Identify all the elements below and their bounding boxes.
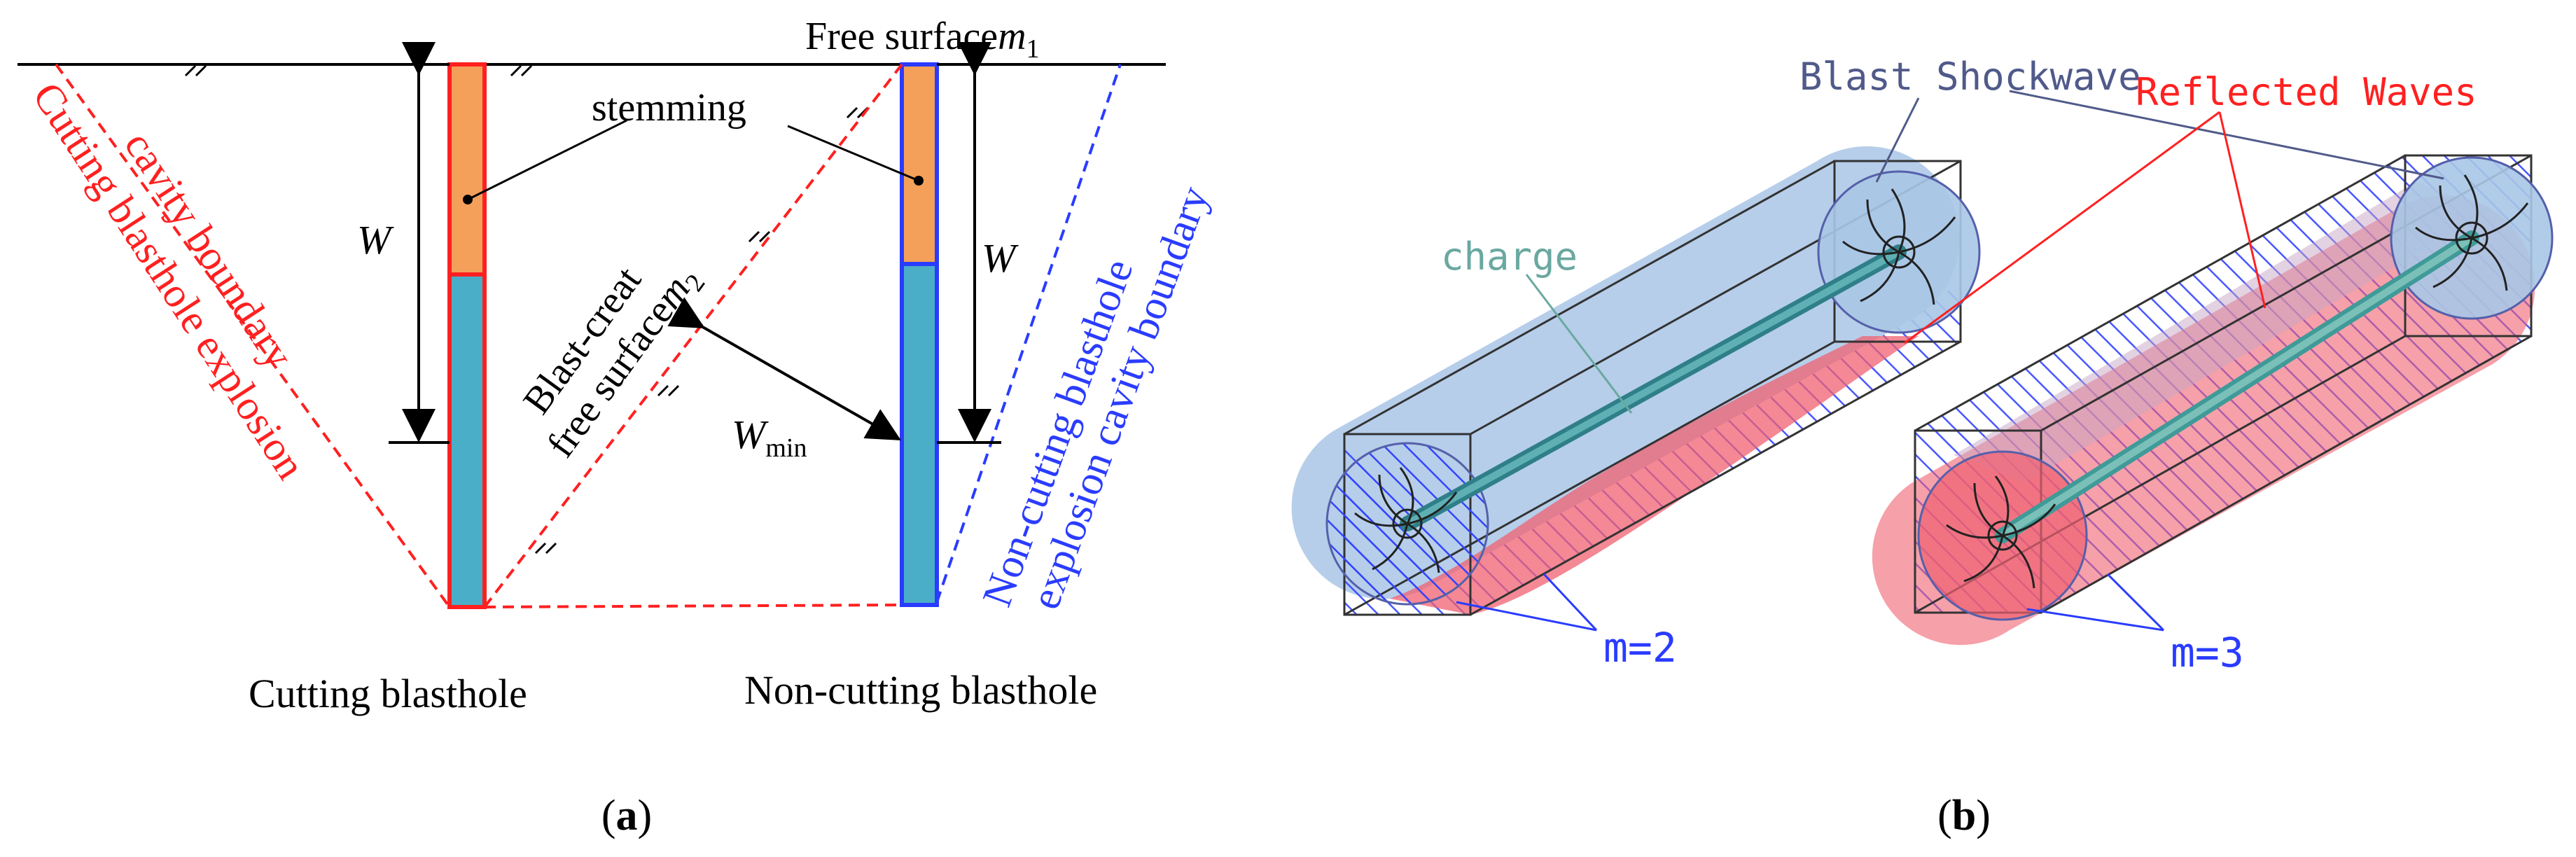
charge-label: charge <box>1441 235 1578 279</box>
m3-crack-back <box>2415 174 2529 291</box>
caption-b: (b) <box>1937 792 1991 839</box>
caption-a: (a) <box>601 792 652 839</box>
panel-b: Blast Shockwave Reflected Waves charge m… <box>1291 55 2554 839</box>
w-label-right: W <box>982 235 1019 281</box>
stemming-label: stemming <box>592 86 746 130</box>
free-surface-label: Free surfacem1 <box>805 15 1040 64</box>
w-dimension-right <box>937 42 1001 444</box>
m3-leaders <box>2026 573 2165 632</box>
panel-a: Free surfacem1 stemming W W Blast-creat … <box>18 15 1218 839</box>
noncutting-cavity-boundary <box>935 64 1122 603</box>
m2-crack-back <box>1842 188 1956 305</box>
charge-leader <box>1525 274 1633 414</box>
cutting-stemming <box>447 62 487 277</box>
wmin-arrow <box>667 297 901 440</box>
m3-charge-rod-inner <box>2000 235 2474 539</box>
noncutting-boundary-label: Non-cutting blasthole explosion cavity b… <box>973 180 1218 615</box>
noncutting-blasthole-label: Non-cutting blasthole <box>744 667 1097 713</box>
stemming-dot-left <box>463 195 473 204</box>
cutting-cavity-boundary <box>55 63 903 608</box>
cutting-boundary-label: Cutting blasthole explosion cavity bound… <box>24 74 314 487</box>
reflected-waves-label: Reflected Waves <box>2136 70 2477 114</box>
svg-text:Cutting blasthole explosion: Cutting blasthole explosion <box>24 74 314 487</box>
reflected-leaders <box>1904 111 2267 344</box>
noncutting-charge <box>900 262 939 607</box>
cutting-blasthole-label: Cutting blasthole <box>249 671 527 716</box>
w-label-left: W <box>357 217 394 263</box>
model-m2 <box>1291 146 1981 616</box>
surface-marks <box>184 64 869 555</box>
w-dimension-left <box>389 42 450 444</box>
m2-crack-front <box>1354 467 1458 573</box>
m2-leaders <box>1456 573 1598 632</box>
m3-shockwave-volume <box>1954 182 2493 483</box>
m2-label: m=2 <box>1603 624 1677 671</box>
m2-charge-rod-inner <box>1405 249 1901 527</box>
m3-label: m=3 <box>2171 629 2244 676</box>
m3-crack-front <box>1946 475 2056 589</box>
cutting-charge <box>447 272 487 609</box>
blast-shockwave-label: Blast Shockwave <box>1799 55 2141 99</box>
noncutting-stemming <box>900 62 939 266</box>
m2-reflected-wave <box>1390 336 1919 615</box>
blast-created-surface-label: Blast-creat free surfacem2 <box>515 259 711 466</box>
model-m3 <box>1872 154 2554 646</box>
stemming-leaders <box>467 119 919 201</box>
stemming-dot-right <box>914 176 924 186</box>
wmin-label: Wmin <box>732 412 807 463</box>
shockwave-leaders <box>1875 90 2444 183</box>
